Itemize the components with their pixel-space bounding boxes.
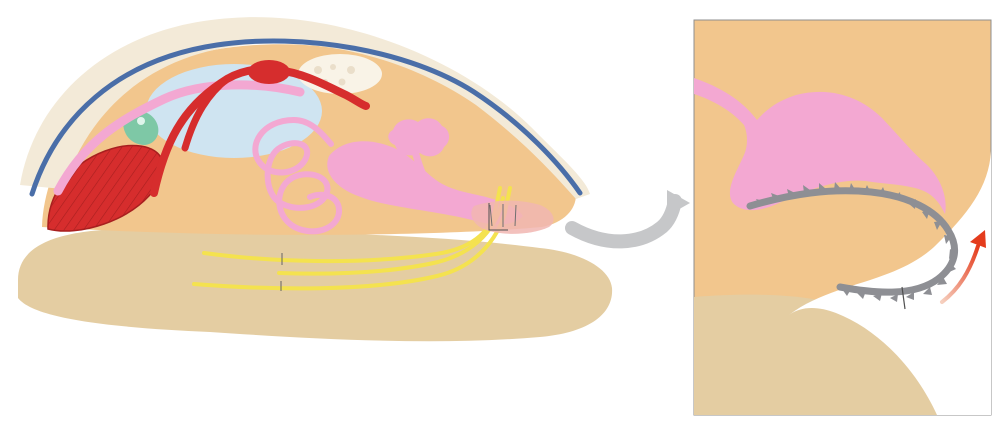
red-heart [248, 60, 290, 84]
gray-curved-arrow-icon [572, 190, 690, 241]
right-panel-enlargement [694, 20, 991, 415]
green-organ-highlight [137, 117, 145, 125]
foot [18, 229, 612, 341]
mouth-region [471, 201, 553, 234]
left-panel-cutaway [18, 17, 612, 341]
